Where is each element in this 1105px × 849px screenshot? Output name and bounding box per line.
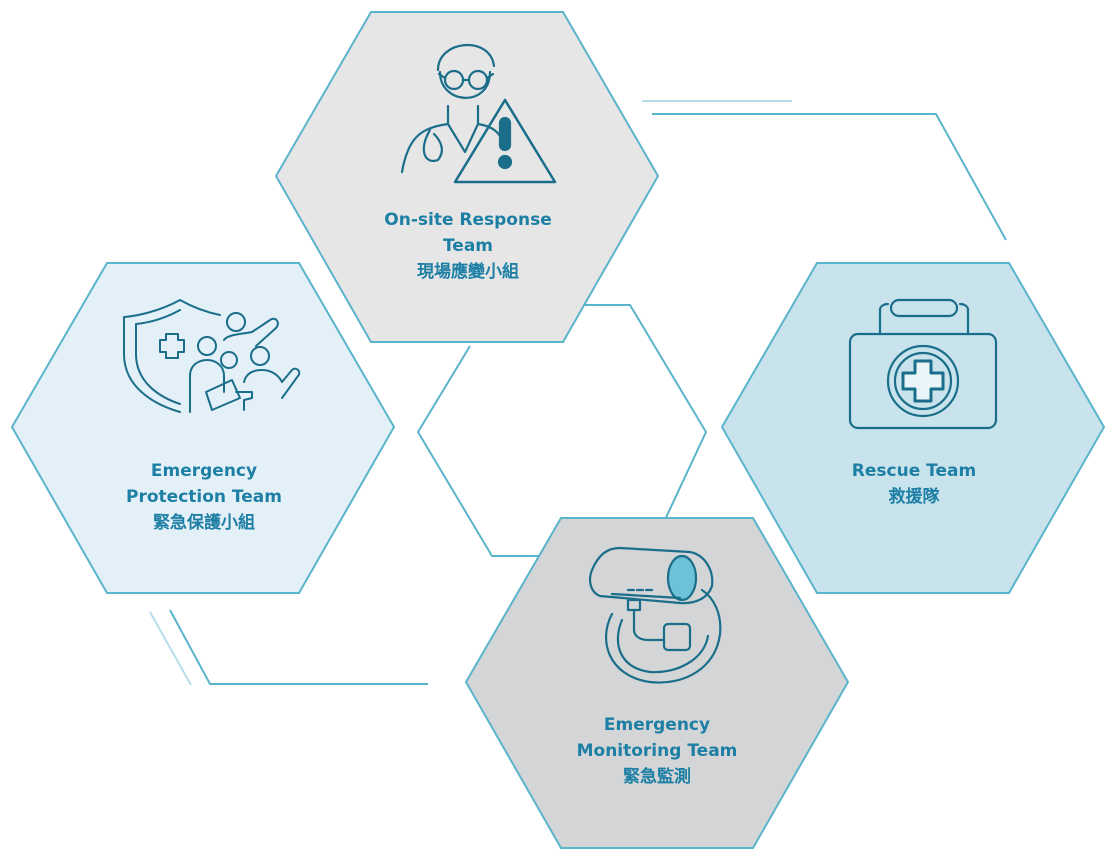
connector-bottom-left — [169, 609, 428, 685]
onsite-title-line2: Team — [442, 236, 494, 256]
monitoring-title-line2: Monitoring Team — [576, 741, 738, 761]
onsite-title-line1: On-site Response — [384, 210, 552, 230]
protection-title-line2: Protection Team — [126, 487, 282, 507]
label-protection-team: Emergency Protection Team 緊急保護小組 — [104, 458, 304, 536]
label-monitoring-team: Emergency Monitoring Team 緊急監測 — [557, 712, 757, 790]
label-rescue-team: Rescue Team 救援隊 — [814, 458, 1014, 510]
rescue-title-line1: Rescue Team — [851, 461, 977, 481]
rescue-title-chinese: 救援隊 — [888, 487, 940, 507]
shield-people-icon — [123, 299, 301, 413]
monitoring-title-chinese: 緊急監測 — [623, 767, 691, 787]
protection-title-chinese: 緊急保護小組 — [153, 513, 255, 533]
first-aid-kit-icon — [848, 298, 998, 430]
doctor-warning-icon — [400, 43, 557, 184]
protection-title-line1: Emergency — [150, 461, 258, 481]
onsite-title-chinese: 現場應變小組 — [417, 262, 519, 282]
label-onsite-team: On-site Response Team 現場應變小組 — [368, 207, 568, 285]
hex-onsite — [274, 11, 660, 343]
security-camera-icon — [589, 546, 722, 684]
hex-protection — [10, 262, 396, 594]
monitoring-title-line1: Emergency — [603, 715, 711, 735]
connector-bottom-faint — [149, 611, 192, 686]
connector-top-right — [652, 113, 1007, 241]
